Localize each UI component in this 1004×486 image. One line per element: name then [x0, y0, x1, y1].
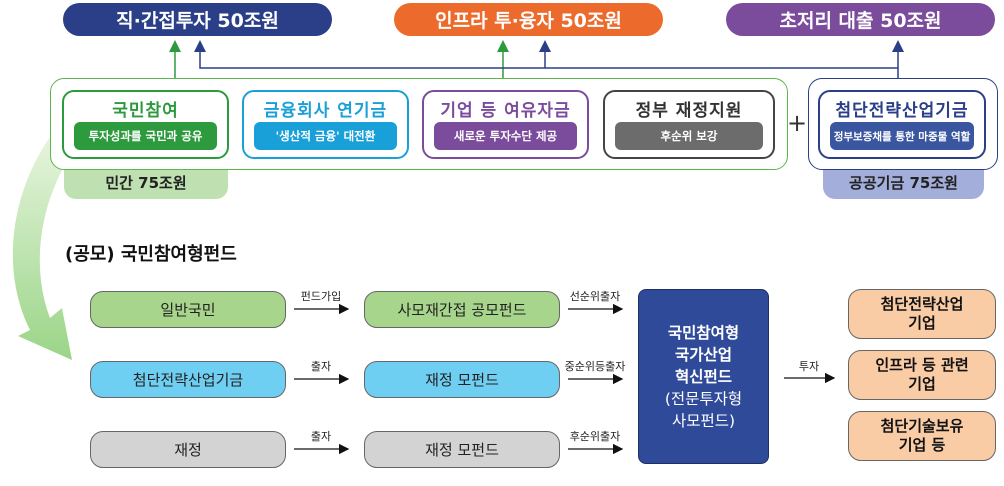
source-citizen: 국민참여 투자성과를 국민과 공유 [62, 90, 229, 159]
navy-connector [194, 40, 899, 78]
header-infra-loan: 인프라 투·융자 50조원 [394, 3, 663, 36]
public-total-label: 공공기금 75조원 [849, 174, 958, 192]
invest-label: 투자 [798, 360, 820, 373]
flow-source-fiscal: 재정 [90, 431, 286, 468]
source-government-sub: 후순위 보강 [615, 122, 763, 150]
flow-action-label-3: 출자 [310, 430, 332, 443]
target-advanced-industry: 첨단전략산업 기업 [848, 289, 996, 339]
target-3-line-1: 첨단기술보유 [880, 417, 964, 435]
flow-source-general-public: 일반국민 [90, 291, 286, 328]
flow-tranche-label-3: 후순위출자 [569, 430, 621, 443]
source-citizen-sub: 투자성과를 국민과 공유 [74, 122, 217, 150]
plus-sign: + [786, 109, 808, 137]
header-low-interest-loan: 초저리 대출 50조원 [726, 3, 995, 36]
target-2-line-1: 인프라 등 관련 [875, 356, 969, 374]
flow-action-label-2: 출자 [310, 360, 332, 373]
source-corporate: 기업 등 여유자금 새로운 투자수단 제공 [422, 90, 589, 159]
curved-flow-arrow [12, 130, 75, 360]
flow-fund-fiscal-mother-2: 재정 모펀드 [364, 431, 560, 468]
flow-tranche-label-1: 선순위출자 [569, 290, 621, 303]
flow-fund-public-offering: 사모재간접 공모펀드 [364, 291, 560, 328]
central-fund-line-5: 사모펀드) [671, 411, 736, 430]
target-1-line-2: 기업 [908, 314, 936, 332]
central-innovation-fund: 국민참여형 국가산업 혁신펀드 (전문투자형 사모펀드) [638, 289, 769, 464]
source-government-title: 정부 재정지원 [635, 101, 743, 121]
flow-tranche-label-2: 중순위등출자 [564, 360, 626, 373]
target-3-line-2: 기업 등 [898, 436, 946, 454]
source-corporate-sub: 새로운 투자수단 제공 [434, 122, 577, 150]
source-financial: 금융회사 연기금 '생산적 금융' 대전환 [242, 90, 409, 159]
target-tech-holder: 첨단기술보유 기업 등 [848, 411, 996, 461]
section-title: (공모) 국민참여형펀드 [65, 244, 237, 265]
central-fund-line-4: (전문투자형 [664, 389, 743, 408]
source-financial-sub: '생산적 금융' 대전환 [254, 122, 397, 150]
source-government: 정부 재정지원 후순위 보강 [603, 90, 775, 159]
flow-source-advanced-fund: 첨단전략산업기금 [90, 361, 286, 398]
source-citizen-title: 국민참여 [112, 101, 179, 121]
flow-action-label-1: 펀드가입 [300, 290, 342, 303]
source-advanced-fund: 첨단전략산업기금 정부보증채를 통한 마중물 역할 [818, 90, 986, 159]
private-total-label: 민간 75조원 [105, 174, 187, 192]
source-advanced-fund-title: 첨단전략산업기금 [835, 101, 969, 121]
flow-fund-fiscal-mother-1: 재정 모펀드 [364, 361, 560, 398]
central-fund-line-1: 국민참여형 [667, 323, 740, 342]
target-1-line-1: 첨단전략산업 [880, 295, 964, 313]
header-direct-investment: 직·간접투자 50조원 [63, 3, 332, 36]
source-corporate-title: 기업 등 여유자금 [440, 101, 571, 121]
source-advanced-fund-sub: 정부보증채를 통한 마중물 역할 [830, 122, 974, 150]
target-2-line-2: 기업 [908, 375, 936, 393]
source-financial-title: 금융회사 연기금 [263, 101, 388, 121]
target-infra-company: 인프라 등 관련 기업 [848, 350, 996, 400]
central-fund-line-2: 국가산업 [674, 345, 733, 364]
central-fund-line-3: 혁신펀드 [674, 367, 733, 386]
